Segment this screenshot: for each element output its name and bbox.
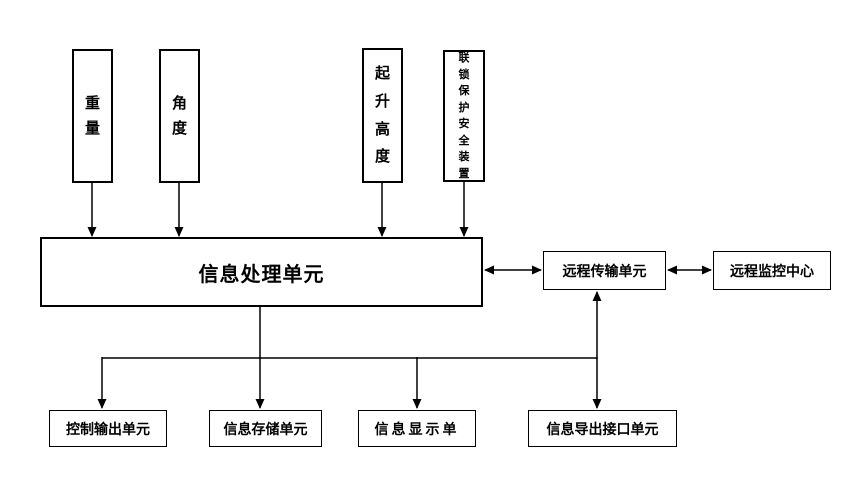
sensor-box-hoist-height: 起升高度 (362, 48, 403, 183)
sensor-box-weight-label: 重量 (85, 94, 101, 138)
sensor-box-hoist-height-label: 起升高度 (375, 65, 391, 166)
info-display-label: 信息显示单 (374, 420, 460, 437)
info-export-interface-box: 信息导出接口单元 (528, 410, 677, 447)
sensor-box-interlock-safety-label: 联锁保护安全装置 (458, 52, 470, 180)
remote-transmission-box: 远程传输单元 (543, 251, 666, 290)
remote-monitoring-label: 远程监控中心 (730, 262, 814, 279)
sensor-box-angle: 角度 (159, 49, 200, 183)
control-output-label: 控制输出单元 (66, 420, 150, 437)
sensor-box-angle-label: 角度 (172, 94, 188, 138)
processor-box-label: 信息处理单元 (198, 263, 325, 286)
info-storage-box: 信息存储单元 (209, 410, 322, 447)
remote-transmission-label: 远程传输单元 (562, 262, 647, 279)
info-export-interface-label: 信息导出接口单元 (546, 420, 659, 437)
processor-box: 信息处理单元 (40, 237, 483, 307)
info-storage-label: 信息存储单元 (223, 420, 308, 437)
control-output-box: 控制输出单元 (49, 410, 167, 447)
info-display-box: 信息显示单 (358, 410, 476, 447)
remote-monitoring-box: 远程监控中心 (713, 251, 831, 290)
sensor-box-interlock-safety: 联锁保护安全装置 (443, 50, 485, 182)
sensor-box-weight: 重量 (72, 49, 113, 183)
